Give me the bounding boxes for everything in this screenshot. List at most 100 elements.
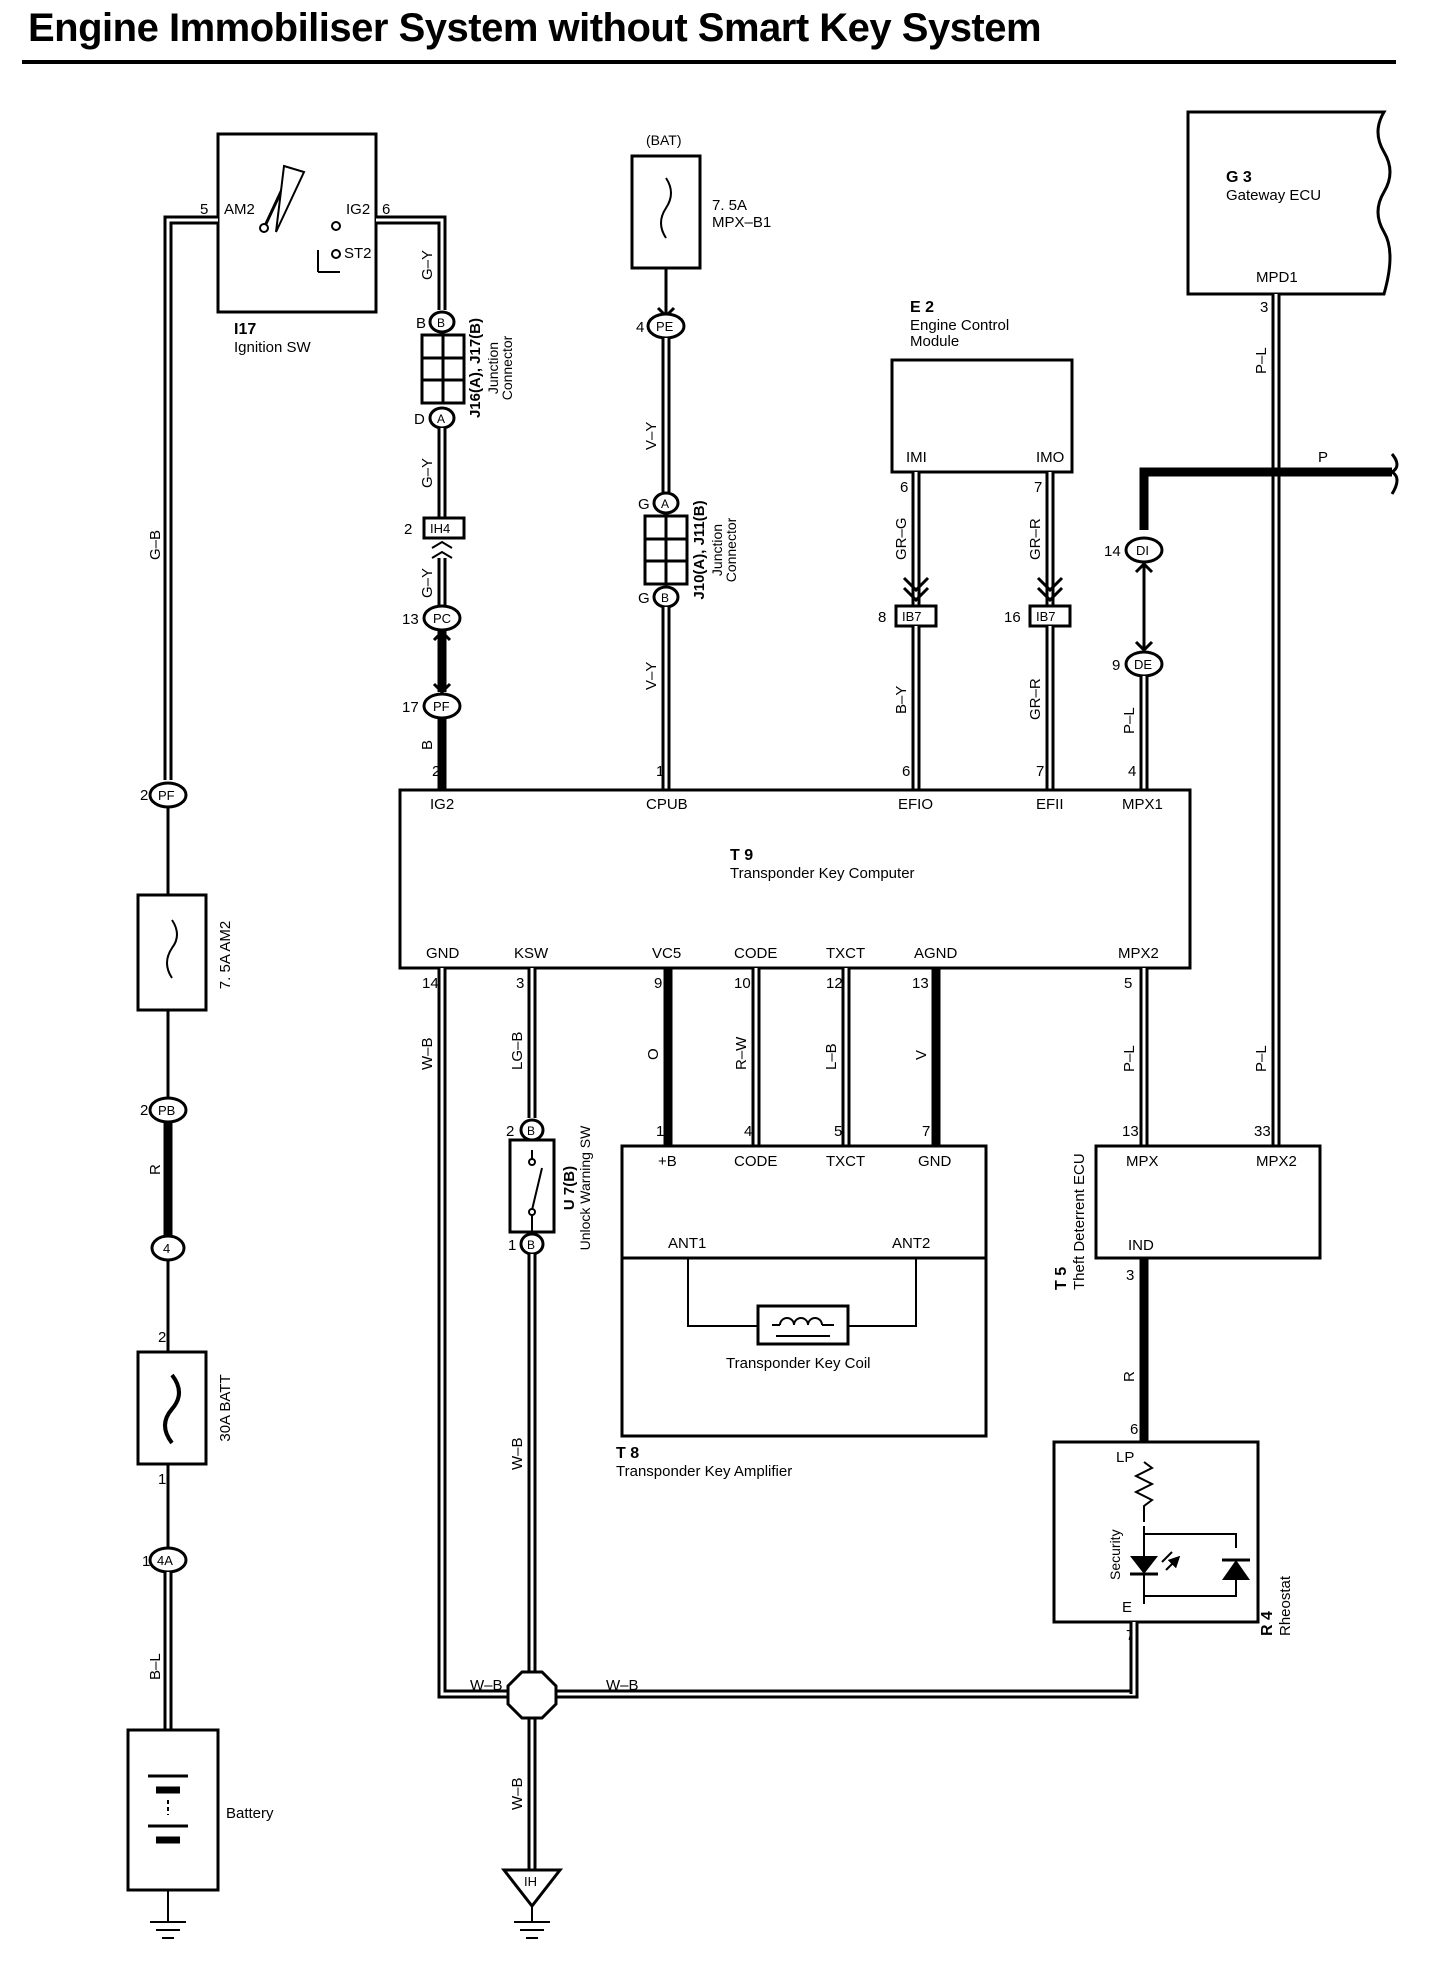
svg-text:TXCT: TXCT: [826, 1153, 865, 1170]
svg-text:PC: PC: [433, 611, 451, 626]
junction-connector-j16: B B A D J16(A), J17(B) Junction Connecto…: [414, 310, 515, 430]
connector-pf: PF 17: [402, 692, 462, 720]
ground-battery: [150, 1890, 186, 1939]
ig-pin-5: 5: [200, 201, 208, 218]
theft-deterrent-ecu: 13 33 MPX MPX2 IND 3 T 5 Theft Deterrent…: [1053, 1123, 1322, 1290]
svg-text:IMO: IMO: [1036, 449, 1064, 466]
svg-text:7: 7: [922, 1123, 930, 1140]
svg-text:5: 5: [1124, 975, 1132, 992]
svg-text:33: 33: [1254, 1123, 1271, 1140]
svg-text:14: 14: [1104, 543, 1121, 560]
svg-text:30A BATT: 30A BATT: [217, 1374, 234, 1441]
svg-text:4: 4: [636, 319, 644, 336]
svg-text:PB: PB: [158, 1103, 175, 1118]
svg-text:G–Y: G–Y: [419, 568, 436, 598]
svg-text:PF: PF: [433, 699, 450, 714]
svg-text:ANT1: ANT1: [668, 1235, 706, 1252]
svg-text:6: 6: [900, 479, 908, 496]
connector-pb: PB 2: [140, 1096, 188, 1124]
svg-text:P: P: [1318, 449, 1328, 466]
connector-pe: PE 4: [636, 312, 686, 340]
svg-text:Gateway ECU: Gateway ECU: [1226, 187, 1321, 204]
svg-text:V–Y: V–Y: [643, 422, 660, 450]
svg-text:PF: PF: [158, 788, 175, 803]
svg-text:B: B: [416, 315, 426, 332]
fuse-mpx-b1: (BAT) 7. 5A MPX–B1: [630, 132, 771, 270]
wire-left-main: [163, 215, 218, 780]
svg-text:W–B: W–B: [509, 1437, 526, 1470]
svg-text:1: 1: [656, 763, 664, 780]
ig-pin-am2: AM2: [224, 201, 255, 218]
svg-text:MPX2: MPX2: [1256, 1153, 1297, 1170]
page-title: Engine Immobiliser System without Smart …: [28, 6, 1042, 50]
svg-text:4A: 4A: [157, 1553, 173, 1568]
svg-text:7. 5A: 7. 5A: [712, 197, 747, 214]
svg-text:B: B: [527, 1124, 535, 1138]
junction-connector-j10: A G B G J10(A), J11(B) Junction Connecto…: [638, 491, 739, 609]
svg-text:V–Y: V–Y: [643, 662, 660, 690]
svg-text:Transponder Key Computer: Transponder Key Computer: [730, 865, 915, 882]
svg-text:Junction: Junction: [709, 524, 725, 576]
fuse-30a-batt: 2 1 30A BATT: [136, 1329, 234, 1488]
rheostat: 6 LP Security E 7 R 4 Rheostat: [1052, 1421, 1294, 1644]
svg-text:Rheostat: Rheostat: [1277, 1575, 1294, 1636]
svg-text:9: 9: [1112, 657, 1120, 674]
svg-text:LP: LP: [1116, 1449, 1134, 1466]
svg-text:IG2: IG2: [430, 796, 454, 813]
ignition-sw-name: Ignition SW: [234, 339, 312, 356]
svg-text:R: R: [1121, 1371, 1138, 1382]
svg-text:L–B: L–B: [823, 1043, 840, 1070]
svg-text:E: E: [1122, 1599, 1132, 1616]
svg-text:4: 4: [163, 1241, 170, 1256]
ig-pin-6: 6: [382, 201, 390, 218]
ground-ih: IH: [500, 1868, 564, 1939]
unlock-warning-switch: B 2 B 1 U 7(B) Unlock Warning SW: [506, 1118, 593, 1256]
svg-text:MPX1: MPX1: [1122, 796, 1163, 813]
svg-text:Security: Security: [1107, 1529, 1123, 1580]
svg-text:IH4: IH4: [430, 521, 450, 536]
svg-text:P–L: P–L: [1253, 1045, 1270, 1072]
svg-text:1: 1: [508, 1237, 516, 1254]
svg-text:P–L: P–L: [1253, 347, 1270, 374]
svg-text:U 7(B): U 7(B): [561, 1166, 578, 1210]
svg-text:3: 3: [1260, 299, 1268, 316]
svg-text:PE: PE: [656, 319, 674, 334]
svg-text:IB7: IB7: [902, 609, 922, 624]
svg-text:3: 3: [1126, 1267, 1134, 1284]
svg-text:B: B: [527, 1238, 535, 1252]
svg-text:5: 5: [834, 1123, 842, 1140]
connector-4a: 4A 1: [142, 1546, 188, 1574]
svg-text:B–L: B–L: [147, 1653, 164, 1680]
svg-text:D: D: [414, 411, 425, 428]
connector-di: DI 14: [1104, 536, 1164, 564]
wire-label-gb: G–B: [147, 530, 164, 560]
svg-text:B–Y: B–Y: [893, 686, 910, 714]
connector-pf-left: PF 2: [140, 781, 188, 809]
svg-text:B: B: [661, 591, 669, 605]
svg-text:E 2: E 2: [910, 299, 934, 316]
svg-text:1: 1: [158, 1471, 166, 1488]
svg-text:G–Y: G–Y: [419, 250, 436, 280]
connector-ib7-8: IB7 8: [878, 604, 938, 628]
svg-text:EFIO: EFIO: [898, 796, 933, 813]
svg-text:13: 13: [1122, 1123, 1139, 1140]
svg-text:8: 8: [878, 609, 886, 626]
svg-text:6: 6: [902, 763, 910, 780]
svg-text:16: 16: [1004, 609, 1021, 626]
svg-text:Theft Deterrent ECU: Theft Deterrent ECU: [1071, 1153, 1088, 1290]
svg-text:TXCT: TXCT: [826, 945, 865, 962]
svg-text:W–B: W–B: [470, 1677, 503, 1694]
svg-text:GND: GND: [918, 1153, 952, 1170]
svg-text:7. 5A AM2: 7. 5A AM2: [217, 921, 234, 989]
fuse-am2: 7. 5A AM2: [136, 893, 234, 1012]
svg-text:G 3: G 3: [1226, 169, 1252, 186]
svg-text:IND: IND: [1128, 1237, 1154, 1254]
svg-text:4: 4: [744, 1123, 752, 1140]
svg-text:O: O: [645, 1048, 662, 1060]
svg-text:J16(A), J17(B): J16(A), J17(B): [467, 318, 484, 418]
svg-text:DE: DE: [1134, 657, 1152, 672]
svg-text:DI: DI: [1136, 543, 1149, 558]
connector-ib7-16: IB7 16: [1004, 604, 1072, 628]
ignition-sw-code: I17: [234, 321, 256, 338]
svg-text:T 8: T 8: [616, 1445, 639, 1462]
